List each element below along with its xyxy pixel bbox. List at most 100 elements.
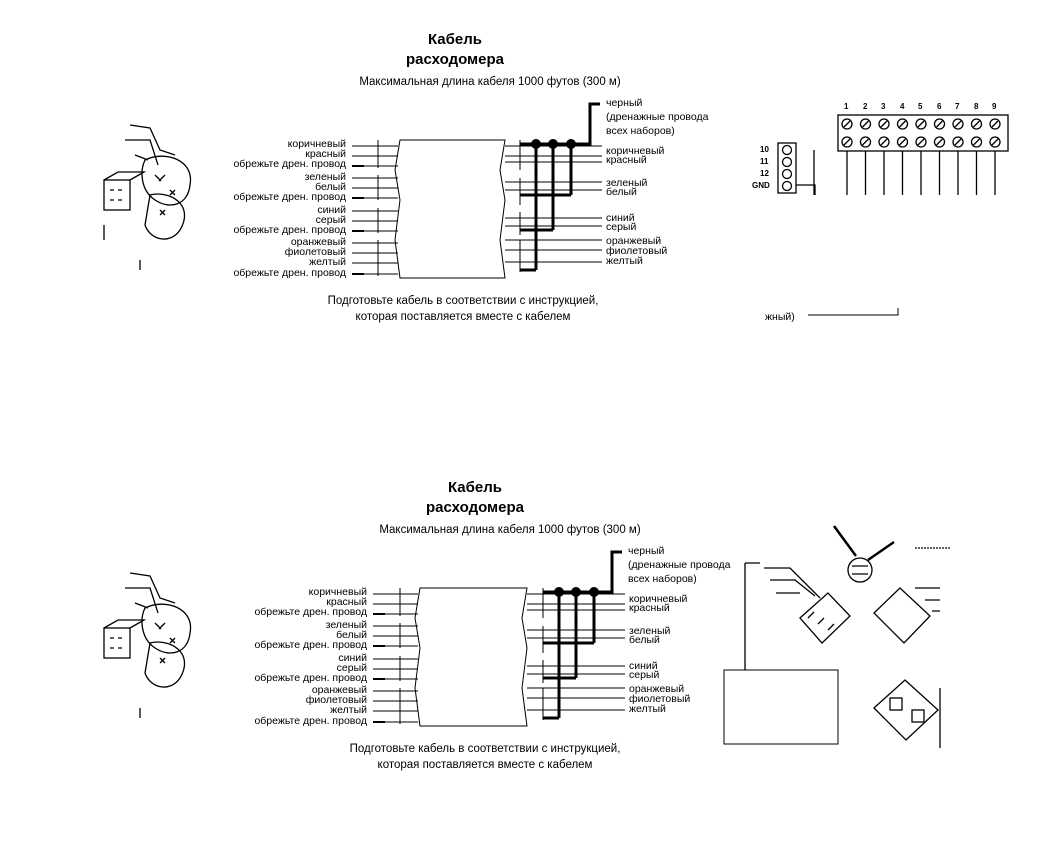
left-label: обрежьте дрен. провод [233, 192, 346, 203]
title-line-1: Кабель [447, 479, 503, 496]
terminal-screw-slot [954, 120, 962, 128]
note-line-2: которая поставляется вместе с кабелем [377, 759, 593, 771]
left-label: серый [336, 662, 367, 674]
diagram-subtitle: Максимальная длина кабеля 1000 футов (30… [379, 524, 641, 536]
terminal-screw [915, 118, 927, 130]
drain-label-line: черный [606, 97, 643, 109]
right-label: красный [606, 154, 647, 166]
left-label: зеленый [304, 171, 346, 183]
drain-bus [543, 550, 622, 720]
terminal-screw [915, 136, 927, 148]
terminal-screw-slot [899, 120, 906, 128]
left-wires [373, 588, 418, 724]
drain-label-line: черный [628, 545, 665, 557]
terminal-screw-slot [862, 120, 869, 128]
fragment-label: жный) [765, 311, 795, 323]
terminal-screw [841, 136, 853, 148]
right-label: коричневый [606, 145, 665, 157]
drain-label-line: (дренажные провода [606, 111, 709, 123]
terminal-screw-slot [991, 138, 999, 146]
cable-note: Подготовьте кабель в соответствии с инст… [255, 741, 715, 773]
terminal-number: 3 [881, 102, 886, 111]
terminal-screw [878, 136, 890, 148]
terminal-number: 1 [844, 102, 849, 111]
sensor-sketch [723, 525, 950, 748]
terminal-screw-slot [973, 138, 980, 146]
title-line-2: расходомера [405, 51, 504, 68]
drain-cut-markers [373, 613, 385, 723]
right-label: фиолетовый [606, 245, 668, 257]
terminal-screw-slot [880, 138, 888, 146]
right-label: серый [606, 221, 637, 233]
terminal-number: 8 [974, 102, 979, 111]
left-label: желтый [309, 256, 346, 268]
right-label: оранжевый [629, 683, 685, 695]
right-label: белый [629, 634, 660, 646]
terminal-screw [933, 118, 946, 130]
terminal-screw [933, 136, 946, 148]
terminal-screw [896, 136, 909, 148]
terminal-screw [970, 118, 983, 130]
note-line-2: которая поставляется вместе с кабелем [355, 311, 571, 323]
terminal-screw-slot [843, 120, 851, 128]
terminal-screw [841, 118, 853, 130]
terminal-number: 4 [900, 102, 905, 111]
terminal-number: 6 [937, 102, 942, 111]
cable-body [394, 139, 506, 279]
left-label: коричневый [287, 138, 346, 150]
terminal-screw [859, 118, 872, 130]
side-terminal-screw [781, 156, 793, 168]
terminal-block [777, 114, 1009, 316]
right-label: фиолетовый [629, 693, 691, 705]
left-label: красный [326, 596, 367, 608]
right-label: белый [606, 186, 637, 198]
note-line-1: Подготовьте кабель в соответствии с инст… [349, 743, 621, 755]
terminal-screw [952, 136, 964, 148]
right-label: желтый [606, 255, 643, 267]
left-label: обрежьте дрен. провод [233, 225, 346, 236]
terminal-screw [970, 136, 983, 148]
cable-body [414, 587, 528, 727]
terminal-screw-slot [936, 120, 943, 128]
diagram-title: Кабель расходомера [305, 30, 605, 70]
left-label: обрежьте дрен. провод [254, 715, 367, 727]
left-label: фиолетовый [305, 694, 367, 706]
left-label: фиолетовый [284, 246, 346, 258]
terminal-side-label: 11 [760, 157, 769, 166]
cable-note: Подготовьте кабель в соответствии с инст… [233, 293, 693, 325]
drain-junctions [554, 587, 599, 597]
connector-sketch-left [103, 124, 192, 270]
left-label: красный [305, 148, 346, 160]
diagram-title: Кабель расходомера [325, 478, 625, 518]
left-label: белый [336, 629, 367, 641]
terminal-number: 7 [955, 102, 960, 111]
drain-cut-markers [352, 165, 364, 275]
terminal-number: 5 [918, 102, 923, 111]
terminal-screw [878, 118, 890, 130]
left-wires [352, 140, 398, 276]
terminal-screw-slot [917, 138, 925, 146]
note-line-1: Подготовьте кабель в соответствии с инст… [327, 295, 599, 307]
side-terminal-screw [781, 144, 793, 156]
right-label: желтый [629, 703, 666, 715]
drain-label-line: всех наборов) [628, 573, 697, 585]
left-label: серый [315, 214, 346, 226]
terminal-screw [989, 118, 1001, 130]
cable-diagram-top: Кабель расходомера Максимальная длина ка… [0, 0, 1056, 410]
drain-junctions [531, 139, 576, 149]
drain-label: черный (дренажные провода всех наборов) [628, 544, 752, 586]
left-label: синий [317, 204, 346, 216]
left-label: оранжевый [311, 684, 367, 696]
terminal-screw-slot [880, 120, 888, 128]
left-label: обрежьте дрен. провод [254, 639, 367, 651]
terminal-side-label: GND [752, 181, 770, 190]
terminal-side-label: 10 [760, 145, 769, 154]
diagram-subtitle: Максимальная длина кабеля 1000 футов (30… [359, 76, 621, 88]
terminal-number: 2 [863, 102, 868, 111]
left-label: обрежьте дрен. провод [233, 268, 346, 279]
right-label: синий [629, 660, 658, 672]
terminal-screw-slot [954, 138, 962, 146]
terminal-screw-slot [843, 138, 851, 146]
right-label: серый [629, 669, 660, 681]
right-label: красный [629, 602, 670, 614]
